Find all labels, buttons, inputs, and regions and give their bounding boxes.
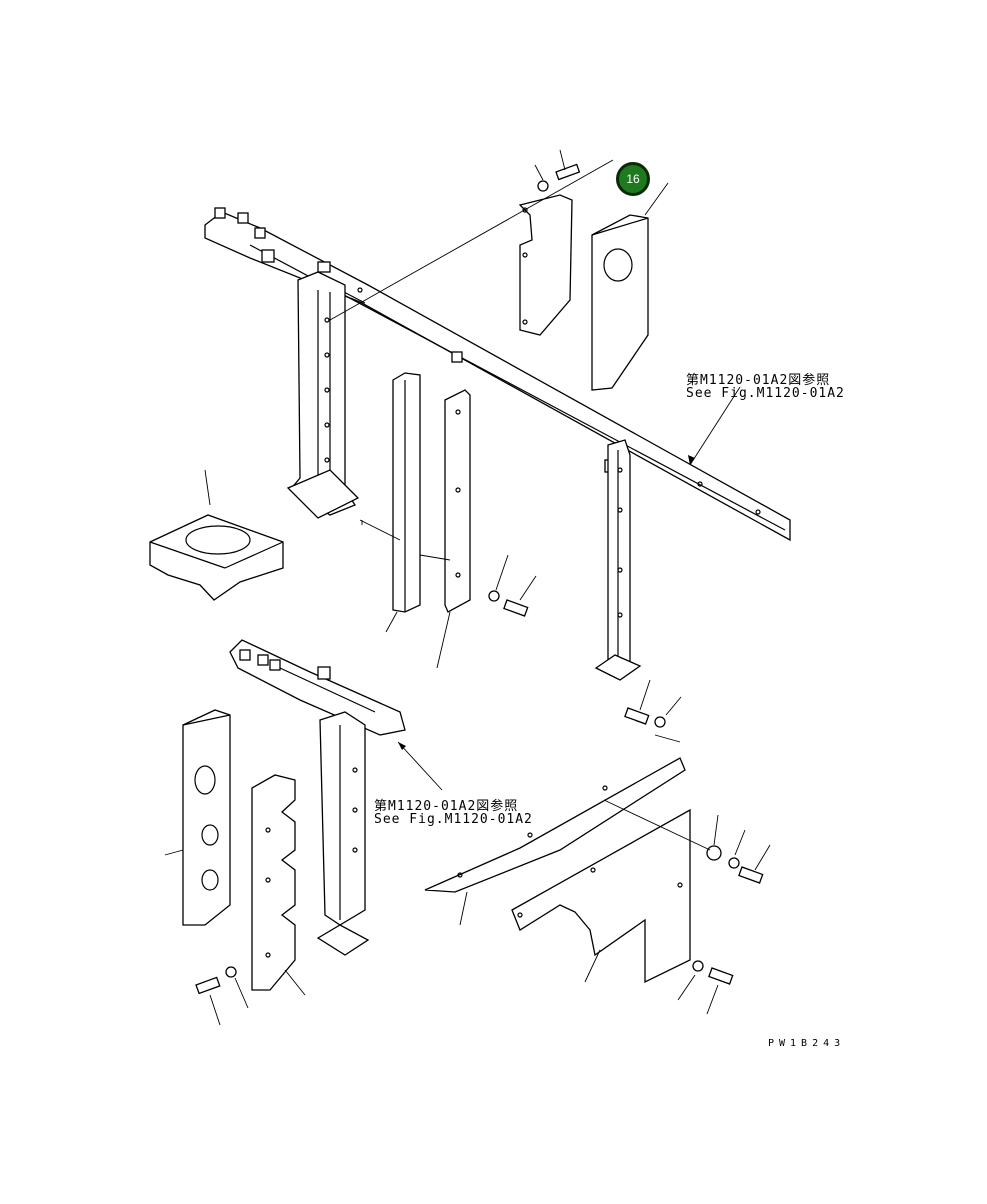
bottom-right-bolts [624,707,764,985]
top-right-column [594,439,642,681]
bottom-panel [511,808,691,984]
left-hole-block [149,514,284,601]
block-part-16 [591,214,649,391]
long-plate [444,389,471,613]
reference-jp-lower: 第M1120-01A2図参照 [374,799,519,814]
callout-number: 16 [626,172,640,186]
leader-lines [164,159,771,1026]
drawing-code: PW1B243 [768,1038,846,1049]
comb-plate [251,774,296,991]
top-left-column [286,271,360,519]
lower-left-block [182,709,231,926]
reference-en-upper: See Fig.M1120-01A2 [686,386,845,401]
top-bracket [518,194,573,336]
bottom-diagonal-plate [424,757,686,893]
middle-bolt-washer [488,590,529,617]
long-bar [392,372,421,613]
callout-badge-16[interactable]: 16 [616,162,650,196]
top-bolt-washer [534,149,581,192]
reference-en-lower: See Fig.M1120-01A2 [374,812,533,827]
reference-jp-upper: 第M1120-01A2図参照 [686,373,831,388]
lower-frame [229,639,406,956]
bottom-left-bolts [195,966,237,995]
